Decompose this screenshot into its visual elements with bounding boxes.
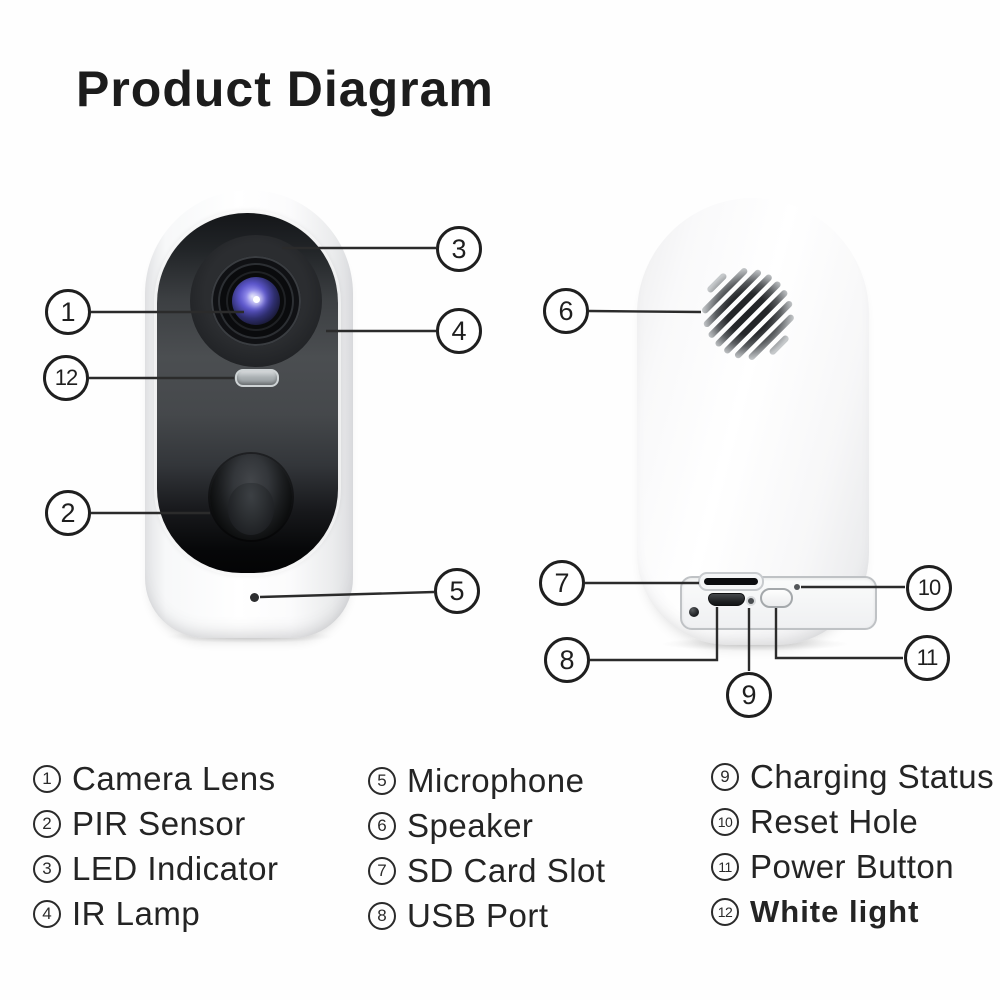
legend-label: Camera Lens xyxy=(72,759,276,797)
callout-3: 3 xyxy=(436,226,482,272)
front-dark-panel xyxy=(157,213,338,573)
callout-1: 1 xyxy=(45,289,91,335)
legend-num-circle: 11 xyxy=(711,852,739,881)
legend-label: IR Lamp xyxy=(72,894,201,932)
callout-7: 7 xyxy=(539,560,585,606)
callout-11: 11 xyxy=(904,635,950,681)
legend-label: Power Button xyxy=(750,847,955,885)
callout-1-num: 1 xyxy=(60,296,76,327)
legend-num: 8 xyxy=(377,905,387,925)
legend-item-power-button: 11 Power Button xyxy=(711,844,994,889)
legend-label: LED Indicator xyxy=(72,849,279,887)
sd-card-recess xyxy=(698,572,764,591)
pir-sensor-dome xyxy=(228,483,274,536)
page-title: Product Diagram xyxy=(76,61,494,117)
camera-lens-inner-ring xyxy=(226,271,286,331)
legend-item-speaker: 6 Speaker xyxy=(368,803,606,848)
legend-item-pir-sensor: 2 PIR Sensor xyxy=(33,801,278,846)
legend-num: 7 xyxy=(377,860,387,880)
charging-status-led xyxy=(748,598,754,604)
port-panel xyxy=(680,572,877,630)
legend-num: 3 xyxy=(42,858,52,878)
legend-num-circle: 10 xyxy=(711,807,739,836)
legend-num: 4 xyxy=(42,903,52,923)
legend-label: White light xyxy=(750,893,920,929)
white-light-led xyxy=(235,369,279,387)
legend-column-2: 5 Microphone 6 Speaker 7 SD Card Slot 8 … xyxy=(368,758,606,938)
legend-label: Charging Status xyxy=(750,757,995,795)
microphone-hole xyxy=(250,593,259,602)
callout-2: 2 xyxy=(45,490,91,536)
camera-front-view xyxy=(145,190,353,638)
reset-hole xyxy=(794,584,800,590)
legend-item-ir-lamp: 4 IR Lamp xyxy=(33,891,278,936)
callout-5-num: 5 xyxy=(449,575,465,606)
legend-column-1: 1 Camera Lens 2 PIR Sensor 3 LED Indicat… xyxy=(33,756,278,936)
callout-6: 6 xyxy=(543,288,589,334)
legend-item-white-light: 12 White light xyxy=(711,889,994,934)
callout-8: 8 xyxy=(544,637,590,683)
ir-lamp-ring xyxy=(190,235,322,367)
power-button xyxy=(760,588,793,608)
legend-label: PIR Sensor xyxy=(72,804,246,842)
callout-4-num: 4 xyxy=(451,315,467,346)
callout-3-num: 3 xyxy=(451,233,467,264)
legend-num: 2 xyxy=(42,813,52,833)
callout-2-num: 2 xyxy=(60,497,76,528)
legend-num-circle: 2 xyxy=(33,809,61,838)
pir-sensor xyxy=(210,454,292,540)
callout-12: 12 xyxy=(43,355,89,401)
callout-9: 9 xyxy=(726,672,772,718)
callout-4: 4 xyxy=(436,308,482,354)
legend-num-circle: 5 xyxy=(368,766,396,795)
legend-item-microphone: 5 Microphone xyxy=(368,758,606,803)
callout-10-num: 10 xyxy=(917,575,942,600)
legend-item-sd-card-slot: 7 SD Card Slot xyxy=(368,848,606,893)
legend-item-charging-status: 9 Charging Status xyxy=(711,754,994,799)
legend-num: 6 xyxy=(377,815,387,835)
legend-num: 1 xyxy=(42,768,52,788)
legend-num: 12 xyxy=(717,903,733,920)
legend-num-circle: 12 xyxy=(711,897,739,926)
legend-column-3: 9 Charging Status 10 Reset Hole 11 Power… xyxy=(711,754,994,934)
legend-num-circle: 1 xyxy=(33,764,61,793)
legend-num: 9 xyxy=(720,766,730,786)
legend-item-usb-port: 8 USB Port xyxy=(368,893,606,938)
legend-label: Reset Hole xyxy=(750,802,919,840)
callout-8-num: 8 xyxy=(559,644,575,675)
legend-num-circle: 8 xyxy=(368,901,396,930)
legend-item-reset-hole: 10 Reset Hole xyxy=(711,799,994,844)
legend-num-circle: 6 xyxy=(368,811,396,840)
camera-lens-glass xyxy=(232,277,280,325)
sd-card-slot xyxy=(704,578,758,585)
legend-num: 11 xyxy=(718,858,732,875)
legend-num-circle: 4 xyxy=(33,899,61,928)
legend-num: 5 xyxy=(377,770,387,790)
callout-6-num: 6 xyxy=(558,295,574,326)
camera-lens-barrel xyxy=(211,256,301,346)
legend-label: Speaker xyxy=(407,806,534,844)
callout-11-num: 11 xyxy=(916,645,939,670)
callout-12-num: 12 xyxy=(54,365,79,390)
legend-num-circle: 7 xyxy=(368,856,396,885)
lens-highlight xyxy=(253,296,260,303)
screw-hole xyxy=(689,607,699,617)
legend-num-circle: 3 xyxy=(33,854,61,883)
legend-num: 10 xyxy=(717,813,733,830)
callout-10: 10 xyxy=(906,565,952,611)
callout-5: 5 xyxy=(434,568,480,614)
legend-num-circle: 9 xyxy=(711,762,739,791)
legend-label: USB Port xyxy=(407,896,549,934)
callout-7-num: 7 xyxy=(554,567,570,598)
callout-9-num: 9 xyxy=(741,679,757,710)
usb-port xyxy=(708,593,745,606)
legend-label: SD Card Slot xyxy=(407,851,606,889)
legend-label: Microphone xyxy=(407,761,585,799)
legend-item-camera-lens: 1 Camera Lens xyxy=(33,756,278,801)
legend-item-led-indicator: 3 LED Indicator xyxy=(33,846,278,891)
